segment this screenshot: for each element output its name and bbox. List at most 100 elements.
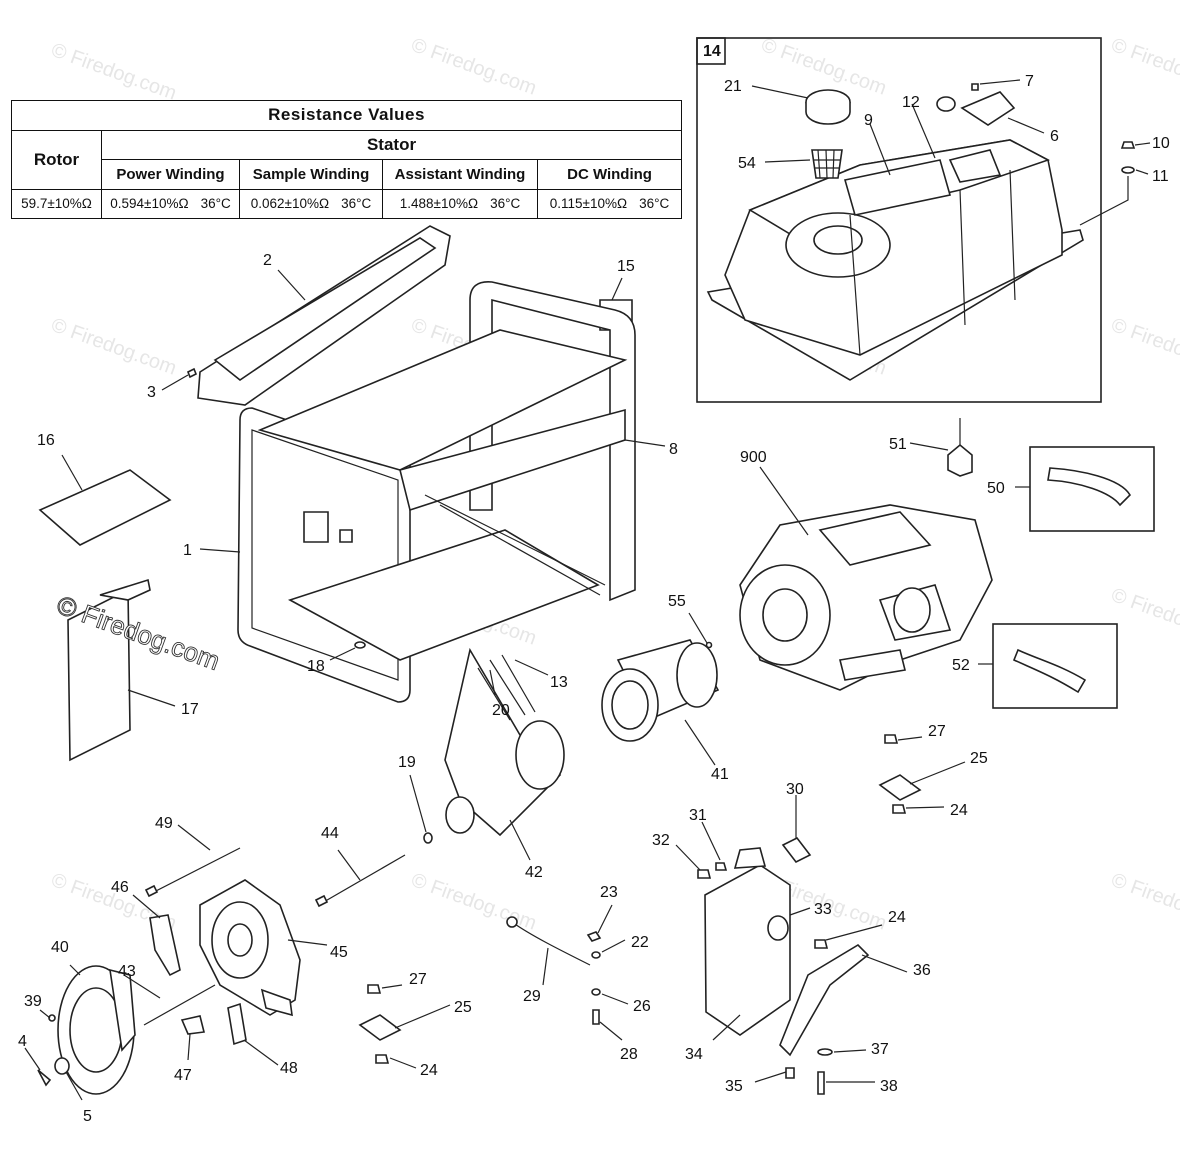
value-text: 0.115±10%Ω xyxy=(549,196,628,212)
value-text: 0.062±10%Ω xyxy=(250,196,330,212)
value-text: 59.7±10%Ω xyxy=(21,196,92,212)
callout-23: 23 xyxy=(600,884,618,901)
nut xyxy=(697,869,712,879)
callout-26: 26 xyxy=(633,998,651,1015)
cover-plate xyxy=(38,469,172,546)
value-text: 0.594±10%Ω xyxy=(110,196,189,212)
callout-29: 29 xyxy=(523,988,541,1005)
callout-37: 37 xyxy=(871,1041,889,1058)
fuel-hose-box xyxy=(1029,446,1155,532)
callout-10: 10 xyxy=(1152,135,1170,152)
rod xyxy=(143,984,216,1026)
pin xyxy=(37,1069,52,1087)
brush-assembly xyxy=(227,1002,247,1046)
main-frame xyxy=(237,281,636,703)
screw xyxy=(592,1009,600,1025)
dc-winding-value: 0.115±10%Ω 36°C xyxy=(536,188,683,219)
resistance-values-table: Resistance Values Rotor Stator Power Win… xyxy=(10,100,683,219)
fuel-valve xyxy=(947,418,973,477)
callout-12: 12 xyxy=(902,94,920,111)
callout-50: 50 xyxy=(987,480,1005,497)
washer xyxy=(423,832,433,844)
clip xyxy=(180,1015,205,1035)
temperature-text: 36°C xyxy=(341,196,372,212)
callout-55: 55 xyxy=(668,593,686,610)
callout-49: 49 xyxy=(155,815,173,832)
column-header: DC Winding xyxy=(536,159,683,190)
washer xyxy=(817,1048,833,1056)
tank-bolt-and-washer xyxy=(1079,141,1136,226)
callout-32: 32 xyxy=(652,832,670,849)
fuel-hose xyxy=(1047,467,1132,507)
callout-39: 39 xyxy=(24,993,42,1010)
rotor-value: 59.7±10%Ω xyxy=(11,188,102,219)
callout-38: 38 xyxy=(880,1078,898,1095)
value-text: 1.488±10%Ω xyxy=(399,196,479,212)
temperature-text: 36°C xyxy=(200,196,231,212)
engine-assembly xyxy=(739,504,993,691)
callout-15: 15 xyxy=(617,258,635,275)
callout-22: 22 xyxy=(631,934,649,951)
callout-24: 24 xyxy=(420,1062,438,1079)
callout-36: 36 xyxy=(913,962,931,979)
callout-54: 54 xyxy=(738,155,756,172)
end-bell xyxy=(199,879,301,1017)
watermark-text: © Firedog.com xyxy=(408,869,539,935)
callout-24: 24 xyxy=(950,802,968,819)
temperature-text: 36°C xyxy=(490,196,521,212)
callout-34: 34 xyxy=(685,1046,703,1063)
watermark-text: © Firedog.com xyxy=(48,314,179,380)
callout-11: 11 xyxy=(1152,168,1169,185)
screw xyxy=(785,1067,795,1079)
callout-52: 52 xyxy=(952,657,970,674)
callout-27: 27 xyxy=(928,723,946,740)
callout-25: 25 xyxy=(454,999,472,1016)
callout-8: 8 xyxy=(669,441,678,458)
callout-27: 27 xyxy=(409,971,427,988)
callout-21: 21 xyxy=(724,78,742,95)
callout-40: 40 xyxy=(51,939,69,956)
temperature-text: 36°C xyxy=(639,196,670,212)
top-cover-panel xyxy=(197,225,451,406)
table-title: Resistance Values xyxy=(10,100,683,131)
callout-17: 17 xyxy=(181,701,199,718)
callout-4: 4 xyxy=(18,1033,27,1050)
long-bolt xyxy=(144,847,241,898)
muffler xyxy=(704,847,791,1036)
callout-33: 33 xyxy=(814,901,832,918)
vent-hose xyxy=(1012,648,1087,694)
muffler-gasket xyxy=(781,836,812,864)
fuel-gauge-bracket xyxy=(936,83,1016,126)
nut xyxy=(591,951,601,959)
callout-44: 44 xyxy=(321,825,339,842)
callout-20: 20 xyxy=(492,702,510,719)
screw xyxy=(186,367,198,379)
callout-1: 1 xyxy=(183,542,192,559)
callout-numbers: 14 21 54 9 12 7 6 10 11 2 3 15 8 16 1 17… xyxy=(18,43,1170,1125)
rear-cover xyxy=(57,965,136,1095)
watermark-text: © Firedog.com xyxy=(1108,314,1180,380)
callout-25: 25 xyxy=(970,750,988,767)
nut xyxy=(814,939,829,949)
callout-18: 18 xyxy=(307,658,325,675)
wire-terminal xyxy=(506,916,518,928)
callout-48: 48 xyxy=(280,1060,298,1077)
callout-45: 45 xyxy=(330,944,348,961)
column-header: Assistant Winding xyxy=(382,159,538,190)
watermark-text: © Firedog.com xyxy=(1108,34,1180,100)
vibration-mount xyxy=(878,734,922,814)
nut xyxy=(715,862,728,871)
fuel-cap xyxy=(805,89,851,125)
leader-lines xyxy=(24,79,1151,1101)
lock-washer xyxy=(591,988,601,996)
callout-24: 24 xyxy=(888,909,906,926)
fuel-tank-group-box xyxy=(696,37,1102,403)
callout-42: 42 xyxy=(525,864,543,881)
pin xyxy=(705,641,713,649)
clamp xyxy=(586,931,602,942)
vent-hose-box xyxy=(992,623,1118,709)
callout-19: 19 xyxy=(398,754,416,771)
